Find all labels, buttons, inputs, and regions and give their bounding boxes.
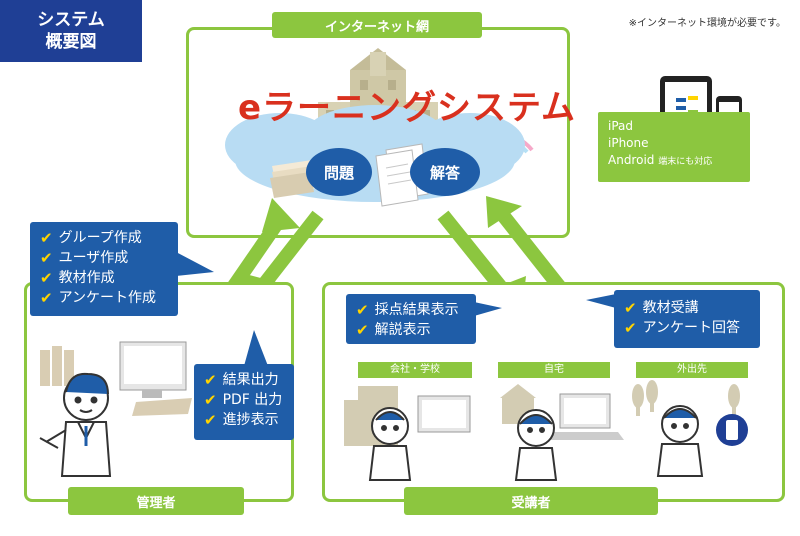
check-icon: ✔ bbox=[40, 269, 53, 287]
admin-download-arrow-shaft bbox=[252, 210, 324, 297]
device-support-box: iPad iPhone Android 端末にも対応 bbox=[598, 112, 750, 182]
check-icon: ✔ bbox=[40, 249, 53, 267]
learner-girl-office-icon bbox=[368, 407, 412, 481]
requirement-note: ※インターネット環境が必要です。 bbox=[628, 18, 786, 29]
learner-illustrations bbox=[344, 380, 748, 481]
questions-pill: 問題 bbox=[306, 148, 372, 196]
laptop-home-icon bbox=[546, 393, 624, 440]
laptop-icon bbox=[417, 395, 471, 433]
trees-icon bbox=[632, 380, 740, 416]
learner-girl-outside-icon bbox=[656, 405, 704, 477]
check-icon: ✔ bbox=[40, 229, 53, 247]
admin-label: 管理者 bbox=[68, 487, 244, 515]
check-icon: ✔ bbox=[356, 301, 369, 319]
learner-actions-bubble: ✔ 教材受講 ✔ アンケート回答 bbox=[614, 290, 760, 348]
learner-boy-home-icon bbox=[514, 409, 558, 481]
learner-feedback-1: 採点結果表示 bbox=[374, 302, 459, 318]
admin-tasks-bubble: ✔ グループ作成 ✔ ユーザ作成 ✔ 教材作成 ✔ アンケート作成 bbox=[30, 222, 178, 316]
learner-feedback-2: 解説表示 bbox=[374, 322, 431, 338]
check-icon: ✔ bbox=[624, 319, 637, 337]
location-outside: 外出先 bbox=[636, 362, 748, 378]
check-icon: ✔ bbox=[356, 321, 369, 339]
admin-task-3: 教材作成 bbox=[58, 270, 115, 286]
admin-task-4: アンケート作成 bbox=[58, 290, 157, 306]
binders-icon bbox=[40, 346, 74, 386]
device-android: Android bbox=[608, 153, 655, 167]
admin-task-2: ユーザ作成 bbox=[58, 250, 129, 266]
check-icon: ✔ bbox=[204, 371, 217, 389]
check-icon: ✔ bbox=[624, 299, 637, 317]
admin-output-bubble-tail bbox=[244, 330, 268, 366]
check-icon: ✔ bbox=[40, 289, 53, 307]
admin-output-bubble: ✔ 結果出力 ✔ PDF 出力 ✔ 進捗表示 bbox=[194, 364, 294, 440]
device-iphone: iPhone bbox=[608, 136, 649, 150]
internet-label: インターネット網 bbox=[272, 12, 482, 38]
learner-label: 受講者 bbox=[404, 487, 658, 515]
admin-tasks-bubble-tail bbox=[176, 252, 214, 276]
location-home: 自宅 bbox=[498, 362, 610, 378]
check-icon: ✔ bbox=[204, 391, 217, 409]
admin-upload-arrowhead bbox=[262, 198, 300, 232]
learner-actions-bubble-tail bbox=[586, 294, 616, 308]
answers-pill: 解答 bbox=[410, 148, 480, 196]
learner-action-2: アンケート回答 bbox=[642, 320, 741, 336]
learner-feedback-bubble: ✔ 採点結果表示 ✔ 解説表示 bbox=[346, 294, 476, 344]
diagram-title-line1: システム bbox=[37, 10, 105, 30]
learner-feedback-bubble-tail bbox=[474, 302, 502, 316]
learner-submit-arrowhead bbox=[486, 196, 522, 228]
admin-illustration bbox=[39, 341, 192, 477]
admin-output-2: PDF 出力 bbox=[222, 392, 283, 408]
admin-person-icon bbox=[39, 372, 112, 477]
admin-task-1: グループ作成 bbox=[58, 230, 142, 246]
admin-output-3: 進捗表示 bbox=[222, 412, 279, 428]
device-ipad: iPad bbox=[608, 119, 634, 133]
admin-output-1: 結果出力 bbox=[222, 372, 279, 388]
monitor-icon bbox=[119, 341, 187, 398]
location-office-school: 会社・学校 bbox=[358, 362, 472, 378]
learner-action-1: 教材受講 bbox=[642, 300, 699, 316]
system-title: eラーニングシステム bbox=[238, 88, 577, 128]
desk-paper-icon bbox=[132, 398, 192, 416]
check-icon: ✔ bbox=[204, 411, 217, 429]
diagram-title-line2: 概要図 bbox=[45, 32, 97, 52]
diagram-title-tag: システム 概要図 bbox=[0, 0, 142, 62]
device-android-note: 端末にも対応 bbox=[658, 157, 713, 167]
smartphone-icon bbox=[716, 414, 748, 446]
